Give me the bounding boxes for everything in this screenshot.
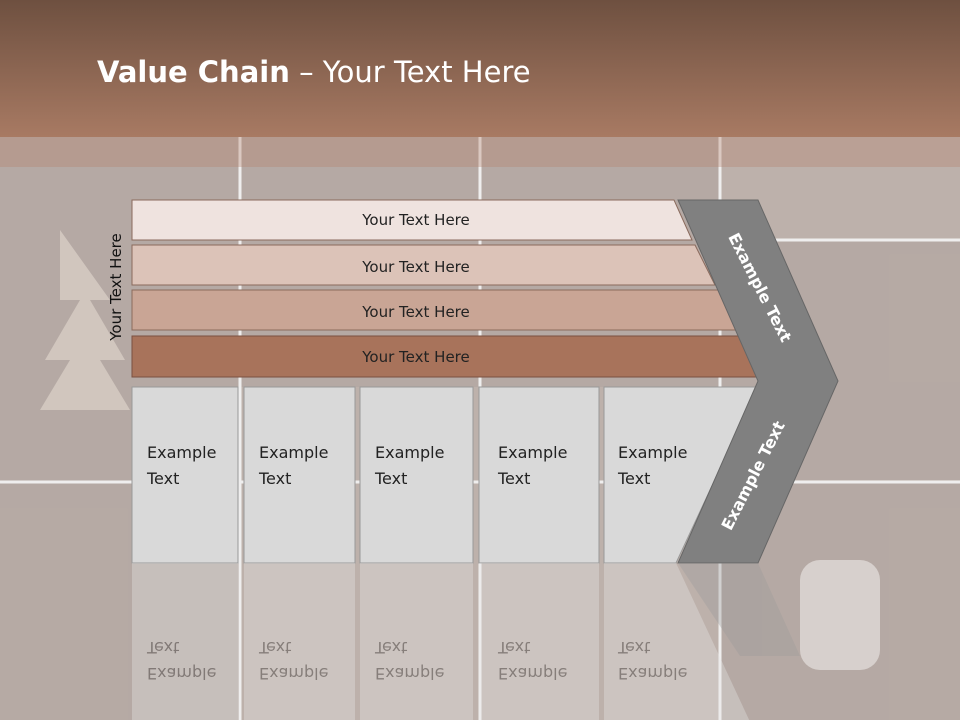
bar-3-label: Your Text Here xyxy=(361,303,469,321)
column-5-line1: Example xyxy=(618,443,687,462)
reflection: Example Text Example Text Example Text E… xyxy=(132,563,800,720)
chevron-shape xyxy=(677,199,839,564)
title-rest: – Your Text Here xyxy=(289,55,531,89)
reflection-col-1-line2: Text xyxy=(146,638,179,657)
reflection-col-4-line1: Example xyxy=(498,664,567,683)
column-4-line1: Example xyxy=(498,443,567,462)
reflection-col-3-line1: Example xyxy=(375,664,444,683)
bar-2-label: Your Text Here xyxy=(361,258,469,276)
column-3-box xyxy=(359,386,474,564)
column-1-box xyxy=(131,386,239,564)
reflection-col-2-line2: Text xyxy=(258,638,291,657)
column-2-line2: Text xyxy=(258,469,291,488)
reflection-col-5-line2: Text xyxy=(617,638,650,657)
reflection-col-3-line2: Text xyxy=(374,638,407,657)
header-fade xyxy=(0,137,960,167)
column-4-box xyxy=(478,386,600,564)
column-1-line2: Text xyxy=(146,469,179,488)
column-1-line1: Example xyxy=(147,443,216,462)
chevron: Example Text Example Text xyxy=(677,199,839,564)
reflection-col-1-line1: Example xyxy=(147,664,216,683)
bar-1-label: Your Text Here xyxy=(361,211,469,229)
column-3: Example Text xyxy=(359,386,474,564)
column-5-box xyxy=(603,386,759,564)
column-5: Example Text xyxy=(603,386,759,564)
column-2-box xyxy=(243,386,356,564)
bar-2-shape xyxy=(131,244,716,286)
page-title: Value Chain – Your Text Here xyxy=(97,55,531,89)
title-bold: Value Chain xyxy=(97,55,290,89)
reflection-col-5-line1: Example xyxy=(618,664,687,683)
header-band xyxy=(0,0,960,137)
column-3-line1: Example xyxy=(375,443,444,462)
column-2-line1: Example xyxy=(259,443,328,462)
reflection-col-2-line1: Example xyxy=(259,664,328,683)
bar-3: Your Text Here xyxy=(131,289,739,331)
column-4-line2: Text xyxy=(497,469,530,488)
bar-4-label: Your Text Here xyxy=(361,348,469,366)
column-1: Example Text xyxy=(131,386,239,564)
column-2: Example Text xyxy=(243,386,356,564)
column-3-line2: Text xyxy=(374,469,407,488)
bar-1-shape xyxy=(131,199,693,241)
bar-4: Your Text Here xyxy=(131,335,763,378)
reflection-col-4-line2: Text xyxy=(497,638,530,657)
column-5-line2: Text xyxy=(617,469,650,488)
column-4: Example Text xyxy=(478,386,600,564)
bar-1: Your Text Here xyxy=(131,199,693,241)
bar-2: Your Text Here xyxy=(131,244,716,286)
